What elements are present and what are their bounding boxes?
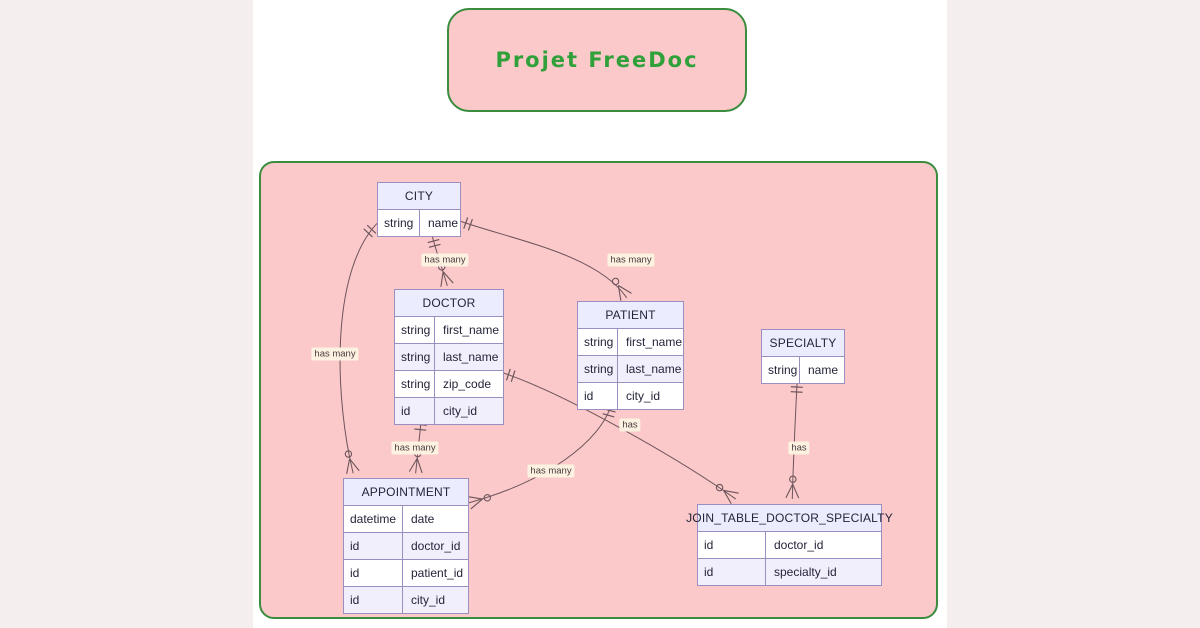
- attribute-name-cell: specialty_id: [774, 565, 837, 579]
- attribute-row: id doctor_id: [344, 532, 468, 559]
- attribute-type-cell: datetime: [344, 506, 403, 532]
- attribute-name-cell: zip_code: [443, 377, 492, 391]
- attribute-row: id city_id: [344, 586, 468, 613]
- attribute-row: string name: [378, 210, 460, 236]
- attribute-type-cell: id: [698, 532, 766, 558]
- relationship-line-city-appointment: [339, 223, 378, 474]
- attribute-type-cell: string: [762, 357, 800, 383]
- attribute-type-cell: id: [344, 587, 403, 613]
- attribute-row: id city_id: [395, 397, 503, 424]
- relationship-label: has many: [311, 347, 359, 361]
- attribute-type-cell: id: [344, 533, 403, 559]
- diagram-title-box: Projet FreeDoc: [447, 8, 747, 112]
- diagram-title: Projet FreeDoc: [495, 48, 699, 72]
- relationship-label: has many: [421, 253, 469, 267]
- relationship-line-city-patient: [458, 217, 632, 301]
- entity-header-patient: PATIENT: [578, 302, 683, 329]
- relationship-label: has many: [527, 464, 575, 478]
- attribute-type-cell: string: [378, 210, 420, 236]
- attribute-name-cell: date: [411, 512, 435, 526]
- entity-header-city: CITY: [378, 183, 460, 210]
- attribute-type-cell: id: [578, 383, 618, 409]
- attribute-row: id doctor_id: [698, 532, 881, 558]
- attribute-row: string first_name: [578, 329, 683, 355]
- entity-header-appointment: APPOINTMENT: [344, 479, 468, 506]
- attribute-type-cell: string: [395, 371, 435, 397]
- attribute-type-cell: id: [698, 559, 766, 585]
- entity-header-specialty: SPECIALTY: [762, 330, 844, 357]
- relationship-line-specialty-join_table_doctor_specialty: [785, 379, 803, 500]
- relationship-label: has many: [391, 441, 439, 455]
- attribute-name-cell: doctor_id: [774, 538, 824, 552]
- attribute-row: string last_name: [395, 343, 503, 370]
- attribute-type-cell: string: [395, 317, 435, 343]
- attribute-name-cell: city_id: [626, 389, 661, 403]
- attribute-name-cell: last_name: [626, 362, 682, 376]
- attribute-name-cell: first_name: [443, 323, 500, 337]
- attribute-row: id patient_id: [344, 559, 468, 586]
- attribute-row: string first_name: [395, 317, 503, 343]
- attribute-row: string name: [762, 357, 844, 383]
- attribute-row: id specialty_id: [698, 558, 881, 585]
- attribute-type-cell: string: [395, 344, 435, 370]
- attribute-name-cell: first_name: [626, 335, 683, 349]
- attribute-name-cell: last_name: [443, 350, 499, 364]
- attribute-name-cell: name: [808, 363, 839, 377]
- attribute-name-cell: name: [428, 216, 459, 230]
- relationship-label: has many: [607, 253, 655, 267]
- attribute-name-cell: patient_id: [411, 566, 464, 580]
- attribute-type-cell: string: [578, 329, 618, 355]
- attribute-row: string last_name: [578, 355, 683, 382]
- attribute-row: datetime date: [344, 506, 468, 532]
- attribute-type-cell: id: [344, 560, 403, 586]
- attribute-name-cell: doctor_id: [411, 539, 461, 553]
- entity-header-join_table: JOIN_TABLE_DOCTOR_SPECIALTY: [686, 505, 893, 532]
- attribute-type-cell: string: [578, 356, 618, 382]
- attribute-name-cell: city_id: [443, 404, 478, 418]
- relationship-label: has: [619, 418, 641, 432]
- relationship-label: has: [788, 441, 810, 455]
- attribute-row: string zip_code: [395, 370, 503, 397]
- attribute-row: id city_id: [578, 382, 683, 409]
- attribute-name-cell: city_id: [411, 593, 446, 607]
- entity-header-doctor: DOCTOR: [395, 290, 503, 317]
- attribute-type-cell: id: [395, 398, 435, 424]
